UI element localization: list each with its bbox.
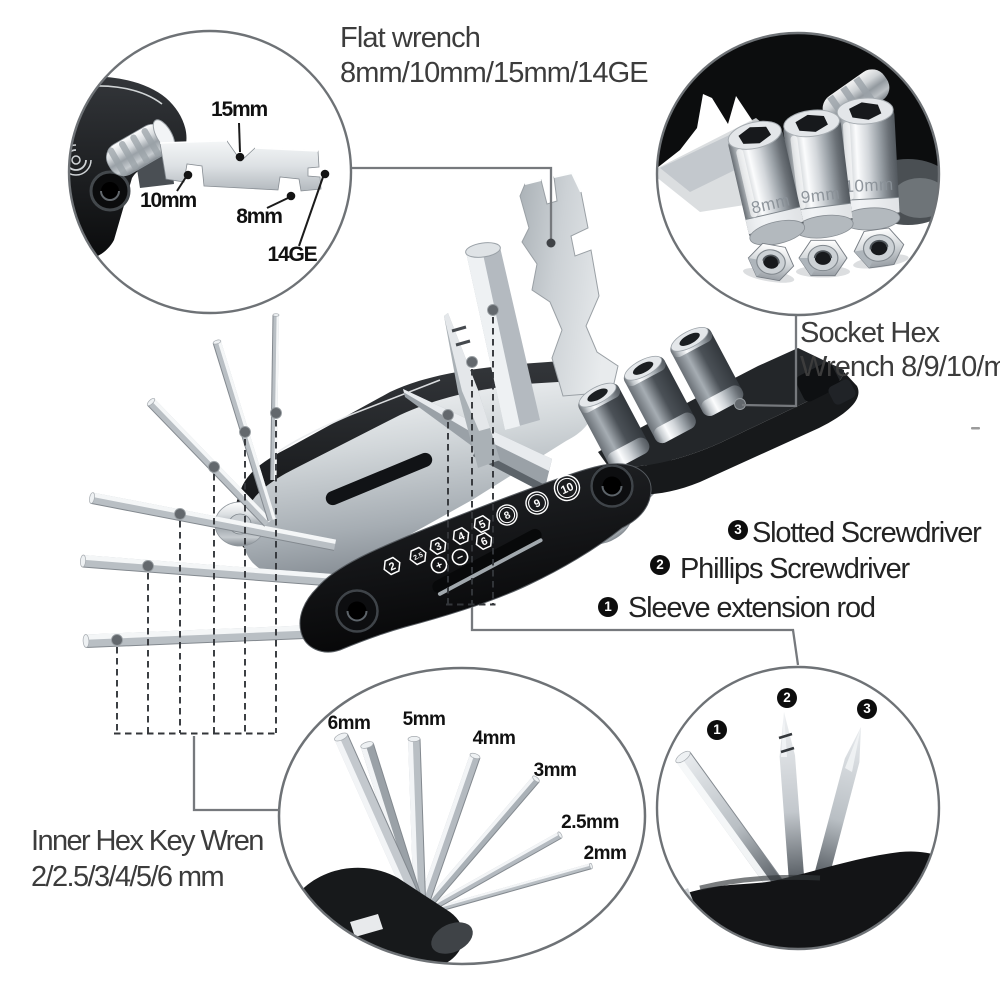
label-14ge: 14GE — [267, 243, 318, 266]
circle-badge-1: 1 — [707, 720, 727, 740]
label-3mm: 3mm — [533, 760, 577, 781]
callout-screwdrivers-circle — [655, 665, 941, 951]
inner-hex-title-line1: Inner Hex Key Wren — [31, 825, 264, 857]
multi-tool-photo — [80, 171, 859, 653]
circle-badge-2: 2 — [777, 688, 797, 708]
callout-flat-wrench-circle — [67, 29, 353, 315]
circle-badge-3: 3 — [857, 699, 877, 719]
callout-hexkeys-ellipse — [277, 666, 647, 966]
tool-socket-tray — [578, 326, 859, 495]
list-badge-2: 2 — [650, 555, 670, 575]
flat-wrench-title-line2: 8mm/10mm/15mm/14GE — [340, 57, 649, 89]
label-15mm: 15mm — [211, 98, 268, 121]
socket-engraving: 9mm — [800, 184, 841, 208]
svg-text:2.5: 2.5 — [413, 552, 425, 562]
svg-text:10: 10 — [559, 481, 576, 497]
tool-silver-plate — [242, 382, 593, 579]
label-4mm: 4mm — [472, 728, 516, 749]
svg-text:3: 3 — [433, 540, 443, 553]
list-label-sleeve: Sleeve extension rod — [628, 591, 876, 624]
list-label-phillips: Phillips Screwdriver — [680, 552, 910, 585]
inner-hex-title-line2: 2/2.5/3/4/5/6 mm — [31, 861, 225, 893]
socket-hex-title-line1: Socket Hex — [800, 317, 940, 349]
tool-flat-wrench-piece — [519, 171, 619, 397]
svg-text:8: 8 — [502, 509, 512, 522]
svg-text:−: − — [455, 551, 466, 565]
svg-text:4: 4 — [456, 530, 467, 544]
tool-phillips-driver — [444, 313, 500, 468]
leader-lines — [192, 166, 800, 812]
dashed-leader-lines — [114, 317, 496, 735]
label-5mm: 5mm — [402, 709, 446, 730]
label-6mm: 6mm — [327, 713, 371, 734]
label-10mm: 10mm — [140, 189, 197, 212]
socket-hex-title-line2: Wrench 8/9/10/m — [800, 351, 1000, 383]
flat-wrench-bar — [159, 140, 322, 192]
socket-engraving: 10mm — [844, 175, 894, 197]
label-2-5mm: 2.5mm — [561, 812, 619, 833]
svg-text:6: 6 — [479, 535, 489, 548]
list-badge-1: 1 — [598, 597, 618, 617]
marker-dots — [111, 304, 746, 646]
silver-plate-slot — [325, 452, 433, 506]
list-badge-3: 3 — [728, 520, 748, 540]
svg-text:5: 5 — [477, 518, 487, 531]
label-8mm: 8mm — [236, 205, 283, 228]
flat-wrench-title-line1: Flat wrench — [340, 22, 481, 54]
list-label-slotted: Slotted Screwdriver — [752, 517, 982, 549]
tool-front-plate — [299, 463, 652, 653]
tool-markings: 2 2.5 345 6 +− 8 9 10 — [383, 474, 581, 576]
svg-text:2: 2 — [387, 560, 397, 573]
svg-text:+: + — [434, 559, 445, 573]
svg-text:9: 9 — [532, 497, 542, 510]
label-2mm: 2mm — [583, 843, 627, 864]
